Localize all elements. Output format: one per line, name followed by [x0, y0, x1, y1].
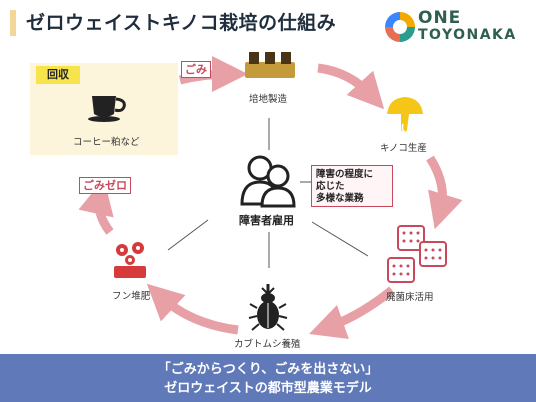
page-title: ゼロウェイストキノコ栽培の仕組み [26, 12, 337, 34]
arrow-compost-to-zero [78, 178, 114, 235]
support-note-line: 多様な業務 [316, 193, 364, 204]
connector-center-bed [311, 221, 369, 257]
beetle-icon [248, 284, 288, 331]
collection-label: 回収 [36, 66, 80, 84]
mushroom-icon [387, 97, 423, 133]
support-note-line: 応じた [316, 181, 345, 192]
node-substrate-label: 培地製造 [249, 94, 288, 105]
arrow-beetle-to-compost [146, 283, 239, 335]
title-accent-bar [10, 10, 16, 36]
footer-slogan: 「ごみからつくり、ごみを出さない」 [157, 362, 379, 377]
footer-subtitle: ゼロウェイストの都市型農業モデル [164, 381, 372, 396]
arrow-bed-to-beetle [309, 286, 395, 339]
brand-name-line2: TOYONAKA [418, 27, 517, 43]
connector-center-compost [167, 219, 209, 251]
arrow-substrate-to-mushroom [317, 63, 385, 110]
collection-item-label: コーヒー粕など [73, 137, 140, 148]
substrate-blocks-icon [245, 52, 295, 78]
support-note-box: 障害の程度に 応じた 多様な業務 [311, 165, 393, 207]
brand-name-line1: ONE [418, 8, 462, 28]
tag-gomi: ごみ [181, 61, 211, 78]
spent-bed-blocks-icon [387, 225, 447, 283]
footer-banner [0, 354, 536, 402]
node-center-label: 障害者雇用 [239, 214, 294, 227]
flower-pot-icon [114, 242, 146, 278]
brand-logo-icon [385, 12, 415, 42]
arrow-mushroom-to-bed [426, 155, 463, 230]
tag-gomi-zero: ごみゼロ [79, 177, 131, 194]
node-beetle-label: カブトムシ養殖 [234, 339, 301, 350]
node-compost-label: フン堆肥 [112, 291, 151, 302]
coffee-cup-icon [88, 96, 126, 122]
support-note-line: 障害の程度に [316, 169, 374, 180]
node-mushroom-label: キノコ生産 [380, 143, 427, 154]
header-bar [0, 0, 536, 48]
people-icon [240, 155, 296, 208]
node-bed-label: 廃菌床活用 [386, 292, 434, 303]
